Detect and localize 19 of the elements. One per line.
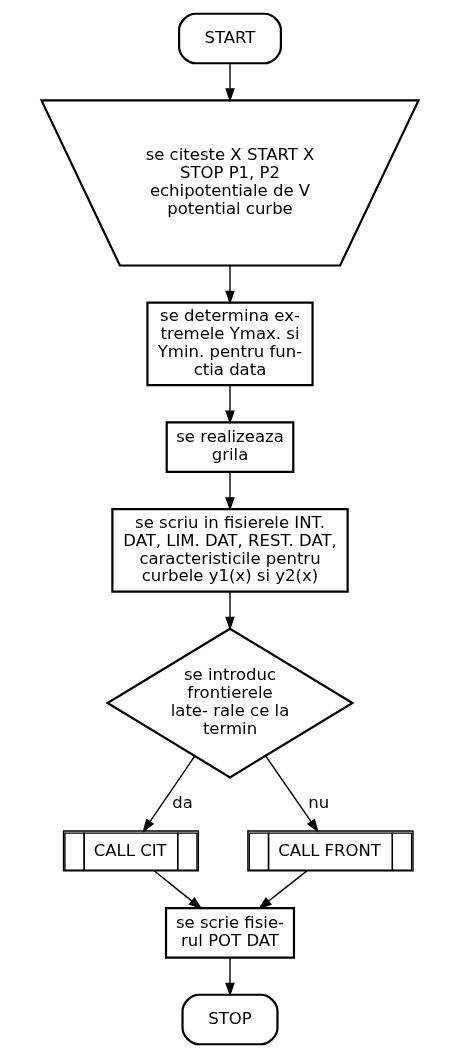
node-box: se realizeaza grila	[165, 421, 295, 473]
arrow	[258, 870, 308, 910]
arrow	[225, 265, 235, 305]
node-box: se scrie fisie- rul POT DAT	[164, 906, 296, 959]
node-box: se determina ex- tremele Ymax. si Ymin. pentru fun- ctia data	[146, 301, 314, 387]
node-box: se scriu in fisierele INT. DAT, LIM. DAT, REST. DAT, caracteristicile pentru curbele y1(x) si y2(x)	[111, 507, 349, 593]
edge-label: da	[172, 793, 193, 813]
arrow	[265, 755, 319, 833]
arrow	[225, 384, 235, 425]
node-box: STOP	[181, 993, 279, 1046]
arrow	[225, 591, 235, 631]
arrow	[225, 471, 235, 511]
arrow	[153, 870, 203, 910]
edge-label: nu	[308, 793, 330, 813]
arrow	[142, 755, 196, 833]
node-box: START	[178, 12, 282, 65]
arrow	[225, 62, 235, 103]
arrow	[225, 957, 235, 997]
node-diamond: se introduc frontierele late- rale ce la termin	[105, 627, 355, 779]
